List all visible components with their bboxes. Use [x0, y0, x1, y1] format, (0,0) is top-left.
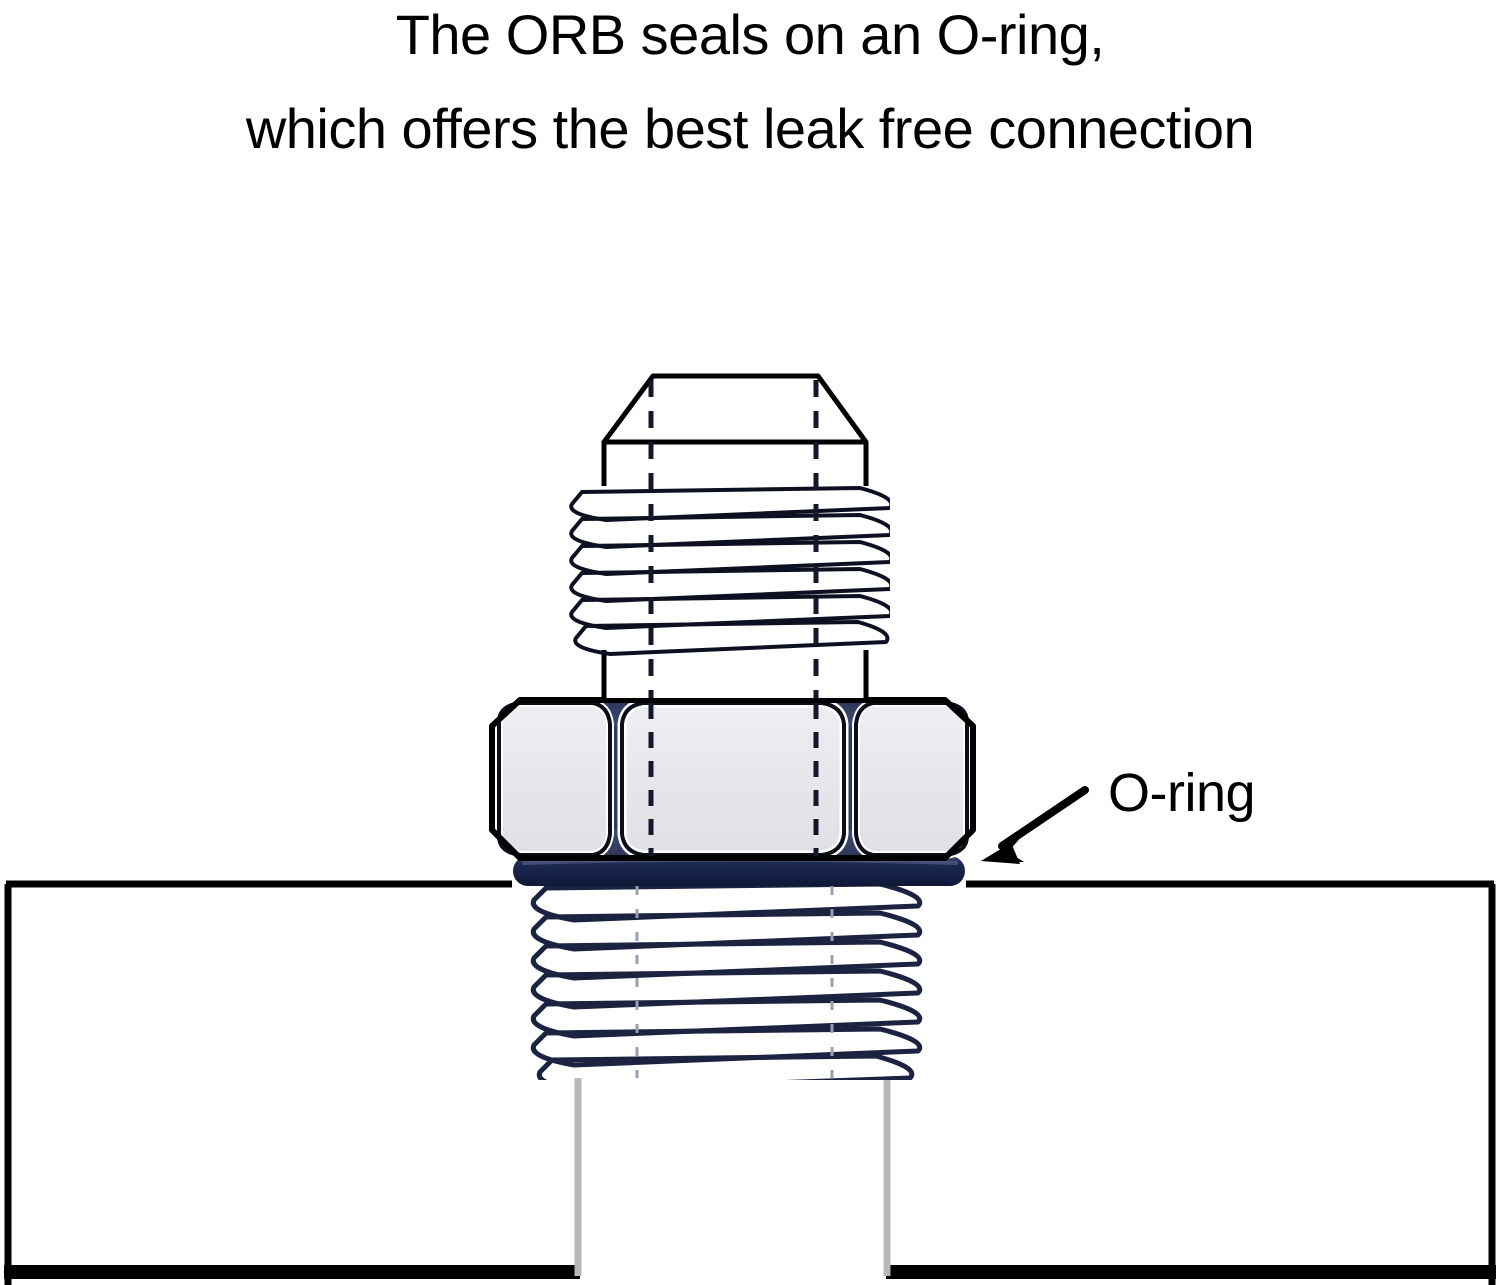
port-block	[4, 880, 1496, 1285]
hex-nut	[489, 697, 976, 861]
caption-line-2: which offers the best leak free connecti…	[245, 97, 1255, 160]
caption-line-1: The ORB seals on an O-ring,	[395, 3, 1105, 66]
oring-label: O-ring	[1108, 763, 1256, 823]
callout-arrow	[981, 786, 1089, 864]
lower-threads	[528, 882, 923, 1080]
flare-fitting	[560, 373, 890, 699]
port-bore	[574, 1076, 891, 1276]
